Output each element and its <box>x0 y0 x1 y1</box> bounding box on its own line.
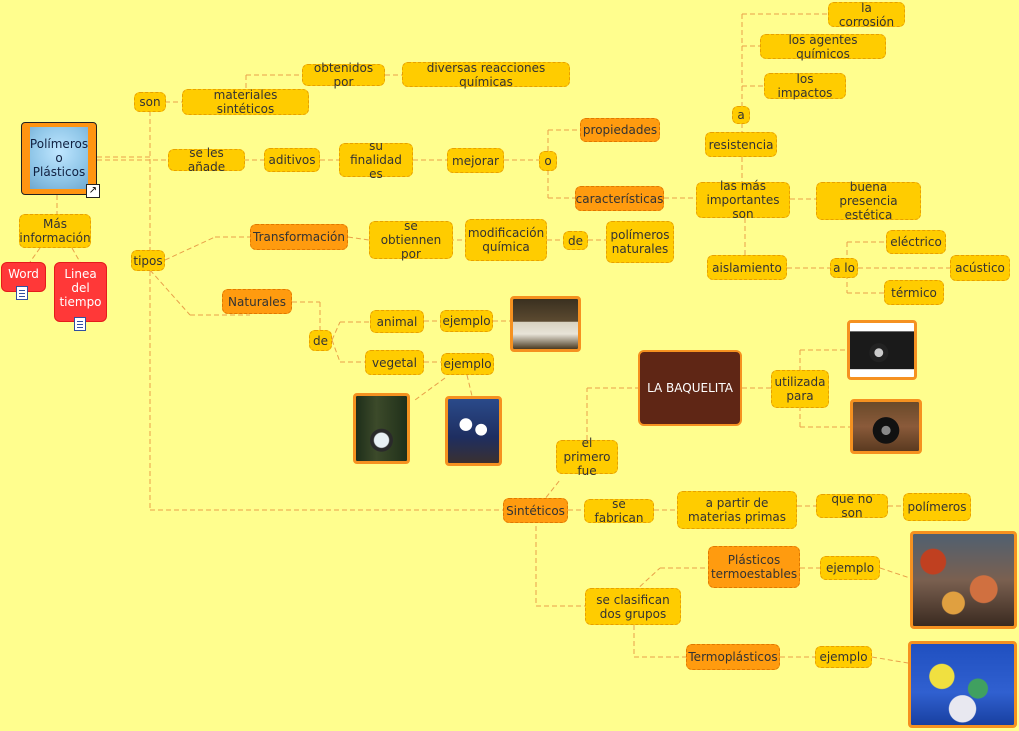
more-info-node[interactable]: Más información <box>19 214 91 248</box>
node-aditivos[interactable]: aditivos <box>264 148 320 172</box>
node-utilizada-para[interactable]: utilizada para <box>771 370 829 408</box>
node-diversas-reacciones[interactable]: diversas reacciones químicas <box>402 61 570 89</box>
node-o[interactable]: o <box>539 151 557 171</box>
node-los-impactos[interactable]: los impactos <box>764 72 846 100</box>
node-acustico[interactable]: acústico <box>950 255 1010 281</box>
node-de-1[interactable]: de <box>563 231 588 250</box>
node-se-obtiennen[interactable]: se obtiennen por <box>369 219 453 261</box>
node-mejorar[interactable]: mejorar <box>447 148 504 173</box>
node-aislamiento[interactable]: aislamiento <box>707 255 787 280</box>
node-polimeros[interactable]: polímeros <box>903 493 971 521</box>
node-ejemplo-termoplasticos[interactable]: ejemplo <box>815 646 872 668</box>
plastic-containers-image[interactable] <box>910 531 1017 629</box>
node-ejemplo-animal[interactable]: ejemplo <box>440 310 493 332</box>
node-se-les-anade[interactable]: se les añade <box>168 146 245 174</box>
node-propiedades[interactable]: propiedades <box>580 118 660 142</box>
node-termoplasticos[interactable]: Termoplásticos <box>686 644 780 670</box>
node-vegetal[interactable]: vegetal <box>365 350 424 375</box>
camera-image[interactable] <box>847 320 917 380</box>
node-materiales-sinteticos[interactable]: materiales sintéticos <box>182 88 309 116</box>
node-su-finalidad[interactable]: su finalidad es <box>339 139 413 181</box>
node-ejemplo-termoestables[interactable]: ejemplo <box>820 556 880 580</box>
node-electrico[interactable]: eléctrico <box>886 230 946 254</box>
node-tipos[interactable]: tipos <box>131 250 165 271</box>
node-el-primero-fue[interactable]: el primero fue <box>556 436 618 478</box>
node-transformacion[interactable]: Transformación <box>250 224 348 250</box>
telephone-image[interactable] <box>850 399 922 454</box>
node-obtenidos-por[interactable]: obtenidos por <box>302 61 385 89</box>
node-resistencia[interactable]: resistencia <box>705 132 777 157</box>
node-a[interactable]: a <box>732 106 750 124</box>
plastic-products-image[interactable] <box>908 641 1017 728</box>
latex-bucket-image[interactable] <box>353 393 410 464</box>
node-buena-presencia[interactable]: buena presencia estética <box>816 180 921 222</box>
node-plasticos-termoestables[interactable]: Plásticos termoestables <box>708 546 800 588</box>
node-son[interactable]: son <box>134 92 166 112</box>
node-caracteristicas[interactable]: características <box>575 186 664 211</box>
node-a-lo[interactable]: a lo <box>830 258 858 278</box>
node-la-corrosion[interactable]: la corrosión <box>828 1 905 29</box>
node-agentes-quimicos[interactable]: los agentes químicos <box>760 33 886 61</box>
node-ejemplo-vegetal[interactable]: ejemplo <box>441 353 494 375</box>
node-mas-importantes[interactable]: las más importantes son <box>696 179 790 221</box>
document-icon[interactable] <box>74 317 86 331</box>
sheep-image[interactable] <box>510 296 581 352</box>
node-de-2[interactable]: de <box>309 330 332 351</box>
word-resource[interactable]: Word <box>1 262 46 292</box>
timeline-resource[interactable]: Linea del tiempo <box>54 262 107 322</box>
node-a-partir-de[interactable]: a partir de materias primas <box>677 491 797 529</box>
node-modificacion-quimica[interactable]: modificación química <box>465 219 547 261</box>
cotton-image[interactable] <box>445 396 502 466</box>
node-se-clasifican[interactable]: se clasifican dos grupos <box>585 588 681 625</box>
node-polimeros-naturales[interactable]: polímeros naturales <box>606 221 674 263</box>
node-la-baquelita[interactable]: LA BAQUELITA <box>638 350 742 426</box>
node-naturales[interactable]: Naturales <box>222 289 292 314</box>
node-se-fabrican[interactable]: se fabrican <box>584 497 654 525</box>
node-animal[interactable]: animal <box>370 310 424 333</box>
link-arrow-icon[interactable]: ↗ <box>86 184 100 198</box>
document-icon[interactable] <box>16 286 28 300</box>
node-que-no-son[interactable]: que no son <box>816 492 888 520</box>
node-termico[interactable]: térmico <box>884 280 944 305</box>
node-sinteticos[interactable]: Sintéticos <box>503 498 568 523</box>
